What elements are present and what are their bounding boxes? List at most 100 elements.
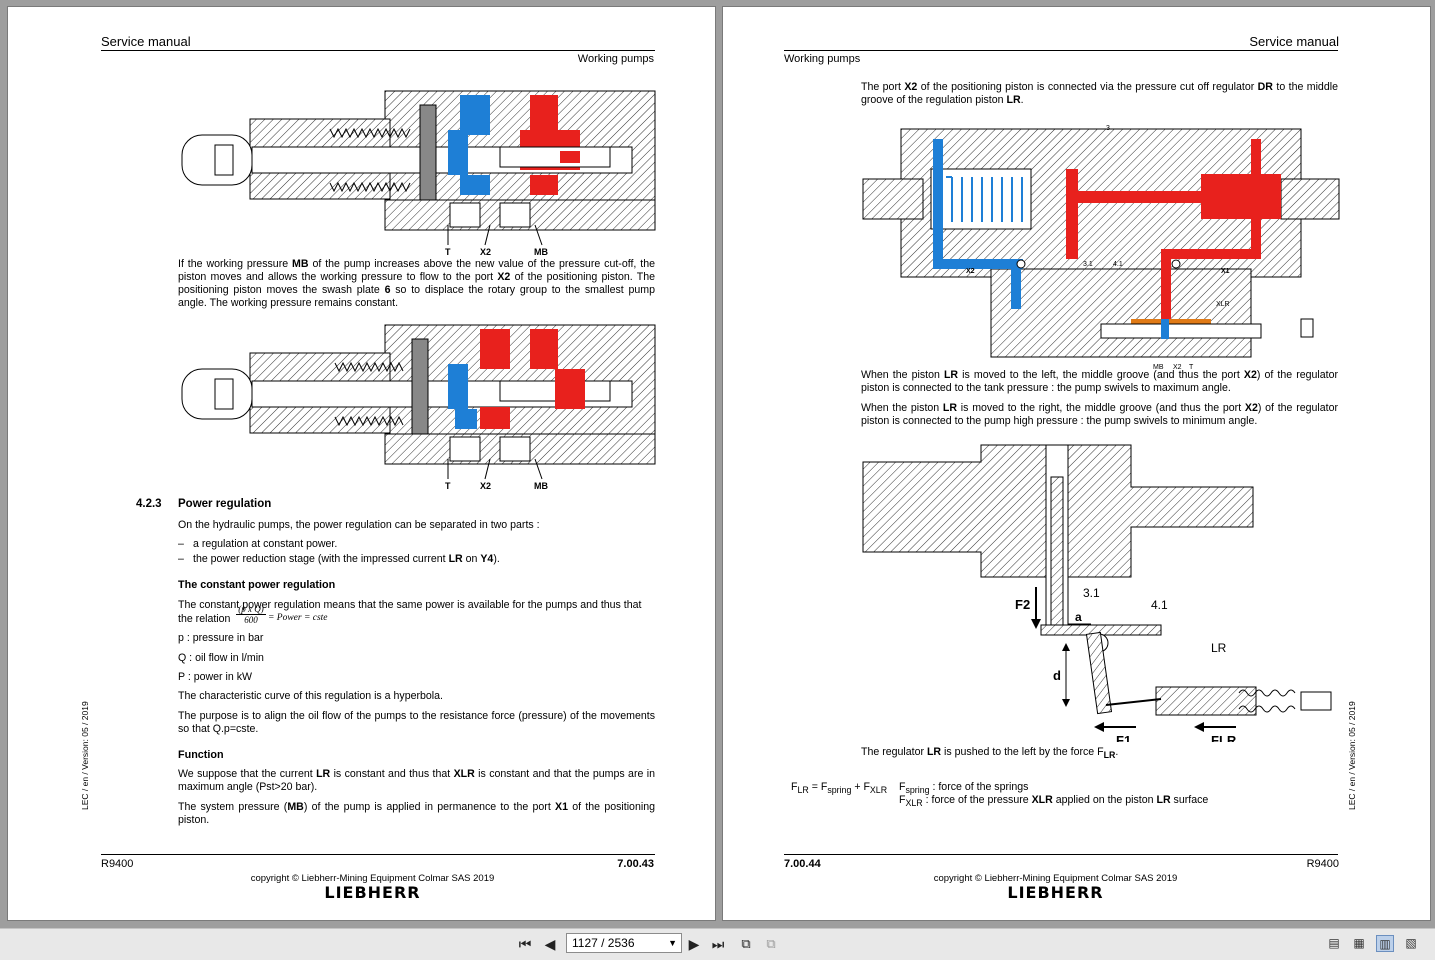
- header-title: Service manual: [1249, 34, 1339, 49]
- text-run: The port: [861, 81, 905, 93]
- force-balance-diagram: F2 3.1 4.1 a d LR F1 FLR: [862, 444, 1332, 742]
- bold-run: DR: [1257, 81, 1273, 93]
- label-3-1: 3.1: [1083, 586, 1100, 600]
- page-right: Service manual Working pumps The port X2…: [722, 6, 1431, 921]
- two-page-continuous-icon: ▧: [1405, 936, 1417, 950]
- def-xlr-text: : force of the pressure: [922, 794, 1032, 806]
- list-item-reduction: the power reduction stage (with the impr…: [193, 553, 500, 565]
- def-xlr-bold: XLR: [1031, 794, 1053, 806]
- label-x1: X1: [1221, 268, 1230, 275]
- label-x2: X2: [480, 247, 491, 255]
- text-run: of the positioning piston.: [178, 801, 655, 826]
- text-mid: is pushed to the left by the force F: [941, 746, 1104, 758]
- list-item-constant: a regulation at constant power.: [193, 538, 338, 550]
- bold-run: Y4: [480, 553, 494, 565]
- first-page-button[interactable]: ⏮: [515, 934, 535, 954]
- text-run: is moved to the right, the middle groove…: [957, 402, 1245, 414]
- force-equation: FLR = Fspring + FXLR: [791, 781, 887, 797]
- text-run: ) of the regulator piston is connected t…: [861, 369, 1339, 394]
- dropdown-caret-icon: ▼: [668, 938, 677, 948]
- bold-run: LR: [448, 553, 463, 565]
- continuous-view-button[interactable]: ▦: [1350, 935, 1368, 952]
- paragraph-regulator-force: The regulator LR is pushed to the left b…: [861, 746, 1118, 762]
- next-page-button[interactable]: ▶: [684, 934, 704, 954]
- fit-page-button[interactable]: ⧉: [761, 934, 781, 954]
- power-intro: On the hydraulic pumps, the power regula…: [178, 519, 540, 531]
- single-page-view-button[interactable]: ▤: [1325, 935, 1343, 952]
- subheading-constant-power: The constant power regulation: [178, 579, 336, 591]
- def-sub-spring: spring: [905, 785, 930, 796]
- label-x2: X2: [480, 481, 491, 491]
- footer-model: R9400: [101, 858, 134, 870]
- page-indicator-select[interactable]: 1127 / 2536 ▼: [566, 933, 682, 953]
- page-left: Service manual Working pumps: [7, 6, 716, 921]
- list-dash: –: [178, 538, 184, 550]
- header-rule: [784, 50, 1338, 51]
- def-f: F: [899, 781, 906, 793]
- label-t: T: [445, 481, 451, 491]
- text-run: of the positioning piston. The positioni…: [178, 271, 655, 296]
- bold-run: X2: [1244, 402, 1258, 414]
- text-run: is moved to the left, the middle groove …: [958, 369, 1244, 381]
- header-section: Working pumps: [784, 53, 861, 65]
- text-run: We suppose that the current: [178, 768, 317, 780]
- def-pressure: p : pressure in bar: [178, 632, 264, 644]
- text-run: is constant and thus that: [330, 768, 454, 780]
- bold-run: MB: [287, 801, 304, 813]
- fit-width-icon: ⧉: [741, 936, 751, 951]
- bold-run: MB: [292, 258, 309, 270]
- next-page-icon: ▶: [688, 936, 700, 952]
- def-spring: Fspring : force of the springs: [899, 781, 1028, 797]
- label-f1: F1: [1116, 733, 1131, 742]
- text-prefix: The regulator: [861, 746, 927, 758]
- text-run: of the positioning piston is connected v…: [917, 81, 1258, 93]
- eq-sub-lr: LR: [797, 785, 809, 796]
- footer-rule: [101, 854, 655, 855]
- copyright: copyright © Liebherr-Mining Equipment Co…: [933, 873, 1178, 884]
- pressure-cutoff-diagram-1: T X2 MB: [181, 90, 656, 255]
- label-flr: FLR: [1211, 733, 1237, 742]
- label-x2: X2: [966, 268, 975, 275]
- text-run: of the pump increases above the new valu…: [178, 258, 656, 283]
- fit-width-button[interactable]: ⧉: [736, 934, 756, 954]
- document-viewer[interactable]: Service manual Working pumps: [0, 0, 1435, 928]
- def-lr-bold: LR: [1156, 794, 1171, 806]
- text-run: If the working pressure: [178, 258, 293, 270]
- text-end: .: [1115, 746, 1119, 758]
- bold-run: LR: [316, 768, 331, 780]
- label-lr: LR: [1211, 641, 1227, 655]
- header-rule: [101, 50, 655, 51]
- footer-page-number: 7.00.44: [784, 858, 821, 870]
- two-page-view-button[interactable]: ▥: [1376, 935, 1394, 952]
- def-xlr: FXLR : force of the pressure XLR applied…: [899, 794, 1208, 810]
- header-section: Working pumps: [577, 53, 654, 65]
- def-xlr-text: applied on the piston: [1052, 794, 1157, 806]
- def-xlr-text: surface: [1170, 794, 1209, 806]
- label-3-1: 3.1: [1083, 261, 1093, 268]
- previous-page-button[interactable]: ◀: [540, 934, 560, 954]
- label-a: a: [1075, 610, 1082, 624]
- bold-run: X2: [497, 271, 511, 283]
- paragraph-port-x2: The port X2 of the positioning piston is…: [861, 81, 1338, 107]
- def-sub-xlr: XLR: [905, 798, 923, 809]
- two-page-continuous-button[interactable]: ▧: [1402, 935, 1420, 952]
- footer-page-number: 7.00.43: [617, 858, 654, 870]
- purpose-text: The purpose is to align the oil flow of …: [178, 710, 655, 735]
- function-text-1: We suppose that the current LR is consta…: [178, 768, 655, 794]
- text-run: ) of the regulator piston is connected t…: [861, 402, 1339, 427]
- section-number: 4.2.3: [136, 498, 162, 510]
- text-run: When the piston: [861, 369, 944, 381]
- bold-run: LR: [942, 402, 958, 414]
- eq-sub-xlr: XLR: [869, 785, 888, 796]
- paragraph-piston-left: When the piston LR is moved to the left,…: [861, 369, 1338, 395]
- def-flow: Q : oil flow in l/min: [178, 652, 264, 664]
- first-page-icon: ⏮: [518, 936, 532, 952]
- bold-run: X1: [555, 801, 568, 813]
- label-4-1: 4.1: [1151, 598, 1168, 612]
- constant-power-text: The constant power regulation means that…: [178, 599, 642, 611]
- last-page-button[interactable]: ⏭: [708, 934, 728, 954]
- def-f: F: [899, 794, 906, 806]
- text-lr: LR: [926, 746, 942, 758]
- paragraph-piston-right: When the piston LR is moved to the right…: [861, 402, 1338, 428]
- text-run: the power reduction stage (with the impr…: [193, 553, 449, 565]
